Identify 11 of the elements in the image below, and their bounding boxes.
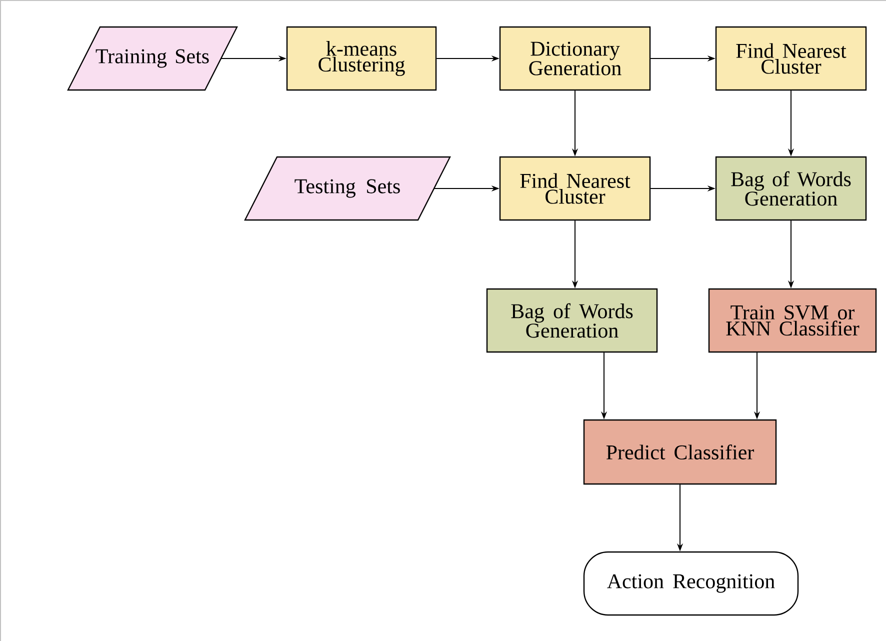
data-parallelogram: Training Sets: [67, 26, 238, 91]
process-box: Bag of Words Generation: [486, 288, 658, 353]
process-box: Find Nearest Cluster: [715, 26, 867, 91]
process-box: Predict Classifier: [583, 419, 777, 485]
process-box: Find Nearest Cluster: [499, 156, 651, 221]
process-box: Dictionary Generation: [499, 26, 651, 91]
terminal-box: Action Recognition: [583, 551, 799, 616]
process-box: k-means Clustering: [286, 26, 437, 91]
process-box: Train SVM or KNN Classifier: [708, 288, 877, 353]
process-box: Bag of Words Generation: [715, 156, 867, 221]
data-parallelogram: Testing Sets: [244, 156, 451, 221]
